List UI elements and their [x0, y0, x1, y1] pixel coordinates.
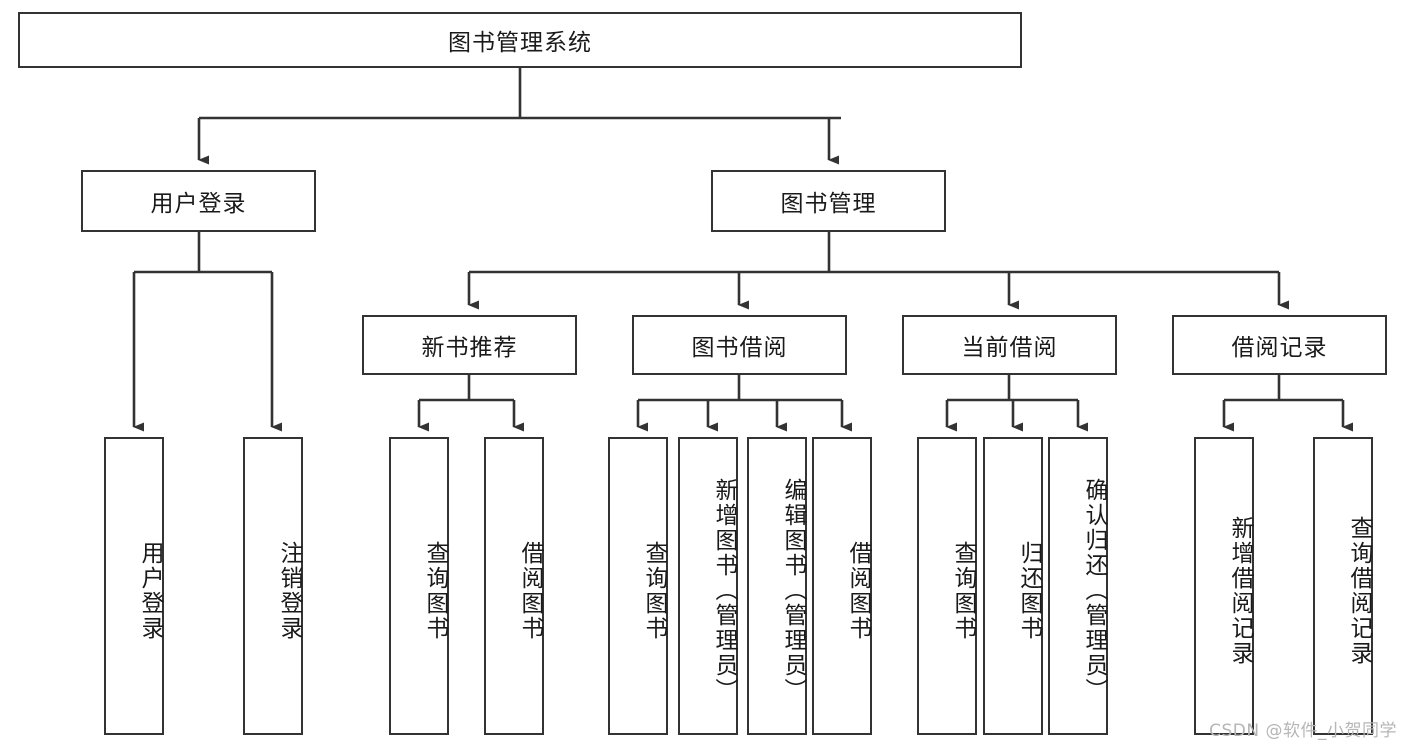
leaf-user-login-2[interactable]: 注销登录	[243, 437, 303, 735]
node-user-login[interactable]: 用户登录	[81, 170, 316, 232]
node-new-book-recommend[interactable]: 新书推荐	[362, 315, 577, 375]
leaf-borrow-record-2[interactable]: 查询借阅记录	[1313, 437, 1373, 735]
leaf-borrow-record-1[interactable]: 新增借阅记录	[1194, 437, 1254, 735]
leaf-current-borrow-3[interactable]: 确认归还（管理员）	[1048, 437, 1108, 735]
node-book-borrow[interactable]: 图书借阅	[632, 315, 847, 375]
node-current-borrow-label: 当前借阅	[961, 335, 1058, 361]
leaf-borrow-book-3[interactable]: 编辑图书（管理员）	[747, 437, 807, 735]
node-book-management[interactable]: 图书管理	[711, 170, 946, 232]
leaf-label: 确认归还（管理员）	[1081, 478, 1107, 703]
node-new-book-recommend-label: 新书推荐	[421, 335, 518, 361]
leaf-label: 查询图书	[641, 540, 667, 641]
leaf-label: 编辑图书（管理员）	[780, 478, 806, 703]
leaf-new-book-2[interactable]: 借阅图书	[484, 437, 544, 735]
node-borrow-record-label: 借阅记录	[1231, 335, 1328, 361]
node-root-label: 图书管理系统	[448, 30, 592, 56]
leaf-label: 借阅图书	[845, 540, 871, 641]
leaf-label: 归还图书	[1016, 540, 1042, 641]
leaf-label: 新增借阅记录	[1227, 515, 1253, 666]
leaf-current-borrow-2[interactable]: 归还图书	[983, 437, 1043, 735]
leaf-label: 新增图书（管理员）	[711, 478, 737, 703]
leaf-borrow-book-4[interactable]: 借阅图书	[812, 437, 872, 735]
leaf-label: 查询图书	[950, 540, 976, 641]
leaf-label: 注销登录	[276, 540, 302, 641]
leaf-new-book-1[interactable]: 查询图书	[389, 437, 449, 735]
csdn-watermark: CSDN @软件_小贺同学	[1209, 721, 1397, 741]
leaf-borrow-book-1[interactable]: 查询图书	[608, 437, 668, 735]
node-book-borrow-label: 图书借阅	[691, 335, 788, 361]
leaf-label: 用户登录	[137, 540, 163, 641]
node-root[interactable]: 图书管理系统	[18, 12, 1022, 68]
leaf-borrow-book-2[interactable]: 新增图书（管理员）	[678, 437, 738, 735]
node-borrow-record[interactable]: 借阅记录	[1172, 315, 1387, 375]
leaf-current-borrow-1[interactable]: 查询图书	[917, 437, 977, 735]
leaf-label: 查询借阅记录	[1346, 515, 1372, 666]
leaf-label: 借阅图书	[517, 540, 543, 641]
node-user-login-label: 用户登录	[150, 191, 247, 217]
node-current-borrow[interactable]: 当前借阅	[902, 315, 1117, 375]
node-book-management-label: 图书管理	[780, 191, 877, 217]
leaf-label: 查询图书	[422, 540, 448, 641]
leaf-user-login-1[interactable]: 用户登录	[104, 437, 164, 735]
